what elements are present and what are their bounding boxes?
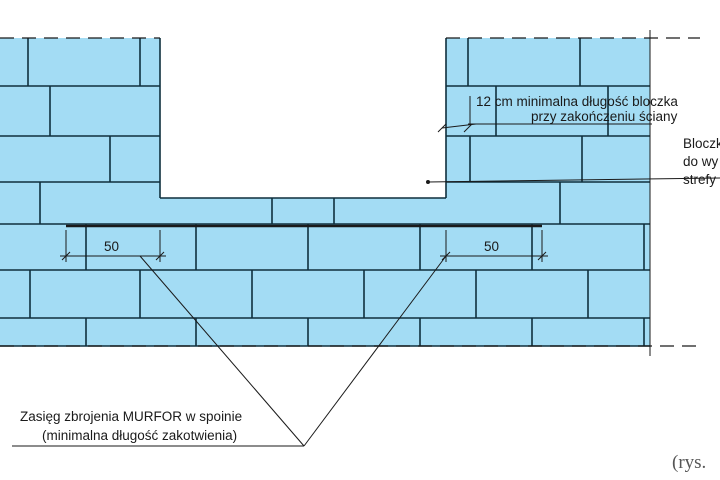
break-lines (0, 30, 700, 356)
reinforcement-text-line2: (minimalna długość zakotwienia) (42, 428, 237, 443)
side-block-text-line1: Bloczk (683, 136, 720, 151)
min-block-text-line2: przy zakończeniu ściany (531, 109, 678, 124)
reinforcement-leader (12, 255, 447, 447)
min-block-annotation: 12 cm minimalna długość bloczka przy zak… (437, 94, 678, 133)
wall-lower-band (0, 198, 650, 346)
figure-reference: (rys. (672, 452, 706, 473)
side-block-annotation: Bloczk do wy strefy (426, 136, 720, 187)
reinforcement-text-line1: Zasięg zbrojenia MURFOR w spoinie (20, 409, 242, 424)
side-block-text-line3: strefy (683, 172, 716, 187)
wall-left-pier (0, 38, 160, 198)
dimension-right-label: 50 (484, 239, 499, 254)
dimension-left: 50 (60, 230, 166, 262)
min-block-text-line1: 12 cm minimalna długość bloczka (476, 94, 678, 109)
dimension-left-label: 50 (104, 239, 119, 254)
wall-body (0, 38, 650, 346)
mortar-joints-vertical (27, 38, 645, 346)
wall-right-pier (446, 38, 650, 198)
side-block-text-line2: do wy (683, 154, 719, 169)
window-opening (159, 38, 447, 198)
